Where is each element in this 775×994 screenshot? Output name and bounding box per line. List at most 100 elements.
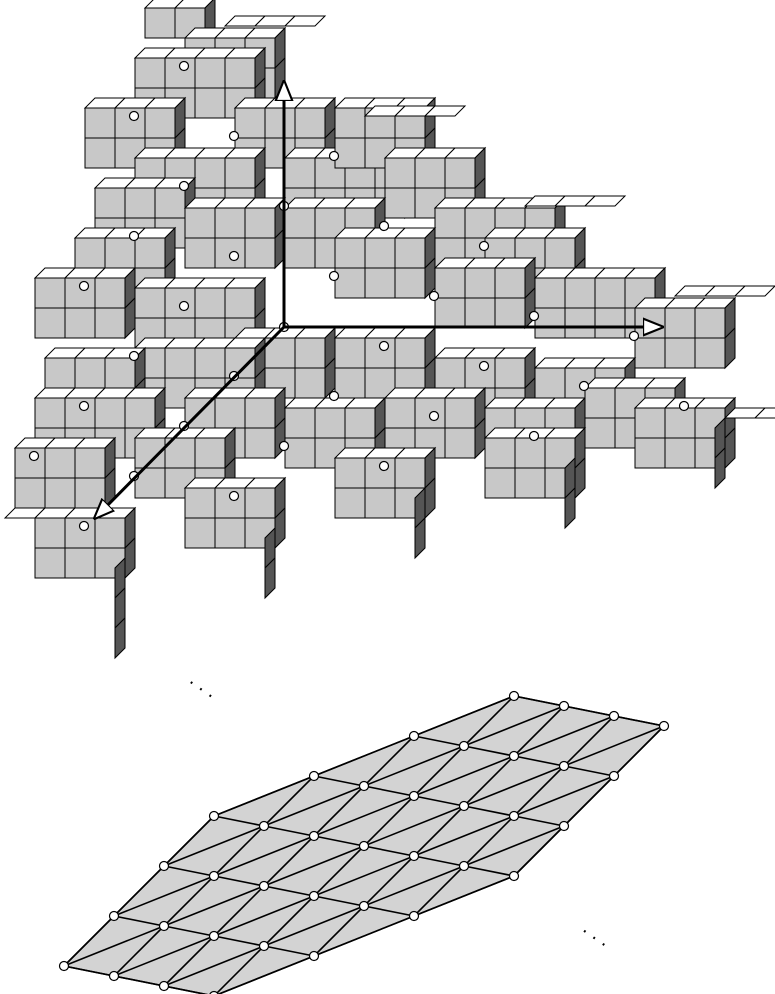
cube-front-face — [215, 518, 245, 548]
cube-front-face — [225, 288, 255, 318]
lattice-vertex — [410, 852, 419, 861]
cube-front-face — [385, 398, 415, 428]
lattice-vertex — [460, 802, 469, 811]
cube-front-face — [465, 298, 495, 328]
lattice-point — [80, 282, 89, 291]
lattice-vertex — [110, 912, 119, 921]
cube-front-face — [195, 348, 225, 378]
lattice-point — [380, 222, 389, 231]
cube-front-face — [345, 408, 375, 438]
cube-front-face — [665, 338, 695, 368]
lattice-point — [80, 522, 89, 531]
cube-front-face — [85, 108, 115, 138]
lattice-vertex — [260, 882, 269, 891]
cube-front-face — [595, 278, 625, 308]
lattice-vertex — [110, 972, 119, 981]
lattice-vertex — [160, 862, 169, 871]
cube-front-face — [565, 278, 595, 308]
lattice-vertex — [310, 952, 319, 961]
cube-front-face — [195, 58, 225, 88]
cube-front-face — [385, 158, 415, 188]
cube-front-face — [215, 398, 245, 428]
cube-front-face — [15, 478, 45, 508]
lattice-point — [130, 232, 139, 241]
cube-front-face — [335, 108, 365, 138]
cube-front-face — [135, 288, 165, 318]
cube-front-face — [125, 398, 155, 428]
cube-front-face — [535, 308, 565, 338]
cube-front-face — [45, 358, 75, 388]
cube-front-face — [145, 8, 175, 38]
cube-front-face — [535, 368, 565, 398]
cube-front-face — [435, 298, 465, 328]
cube-front-face — [285, 408, 315, 438]
lattice-vertex — [310, 892, 319, 901]
cube-front-face — [635, 408, 665, 438]
lattice-vertex — [360, 782, 369, 791]
cube-front-face — [105, 358, 135, 388]
cube-front-face — [185, 208, 215, 238]
lattice-point — [630, 332, 639, 341]
lattice-vertex — [660, 722, 669, 731]
cube-front-face — [365, 458, 395, 488]
cube-front-face — [15, 448, 45, 478]
cube-front-face — [465, 268, 495, 298]
cube-front-face — [75, 238, 105, 268]
lattice-point — [380, 342, 389, 351]
cube-front-face — [665, 438, 695, 468]
lattice-vertex — [210, 872, 219, 881]
lattice-vertex — [560, 702, 569, 711]
cube-front-face — [495, 358, 525, 388]
cube-front-face — [315, 408, 345, 438]
cube-front-face — [365, 338, 395, 368]
cube-front-face — [215, 488, 245, 518]
lattice-vertex — [510, 692, 519, 701]
cube-front-face — [225, 158, 255, 188]
cube-front-face — [245, 208, 275, 238]
cube-front-face — [185, 518, 215, 548]
cube-front-face — [285, 208, 315, 238]
cube-front-face — [445, 158, 475, 188]
cube-front-face — [515, 438, 545, 468]
cube-front-face — [95, 308, 125, 338]
cube-front-face — [95, 398, 125, 428]
cube-front-face — [665, 308, 695, 338]
cube-front-face — [45, 448, 75, 478]
lattice-point — [530, 432, 539, 441]
ellipsis-top-left: · · · — [183, 673, 218, 707]
ellipsis-bottom-right: · · · — [576, 922, 611, 956]
cube-front-face — [335, 368, 365, 398]
lattice-point — [230, 492, 239, 501]
lattice-vertex — [210, 932, 219, 941]
cube-front-face — [65, 548, 95, 578]
cube-front-face — [215, 208, 245, 238]
lattice-vertex — [410, 792, 419, 801]
cube-front-face — [535, 278, 565, 308]
cube-front-face — [635, 338, 665, 368]
cube-front-face — [195, 288, 225, 318]
lattice-point — [580, 382, 589, 391]
lattice-point — [180, 62, 189, 71]
lattice-vertex — [210, 812, 219, 821]
cube-front-face — [75, 478, 105, 508]
cube-front-face — [465, 358, 495, 388]
cube-front-face — [185, 488, 215, 518]
cube-front-face — [445, 428, 475, 458]
lattice-vertex — [360, 842, 369, 851]
lattice-point — [330, 272, 339, 281]
cube-front-face — [285, 158, 315, 188]
cube-front-face — [165, 58, 195, 88]
cube-front-face — [335, 268, 365, 298]
cube-front-face — [395, 268, 425, 298]
cube-front-face — [285, 238, 315, 268]
cube-front-face — [225, 58, 255, 88]
lattice-vertex — [260, 942, 269, 951]
lattice-point — [380, 462, 389, 471]
lattice-vertex — [460, 862, 469, 871]
lattice-vertex — [510, 872, 519, 881]
lattice-vertex — [310, 832, 319, 841]
lattice-point — [80, 402, 89, 411]
cube-front-face — [435, 358, 465, 388]
cube-front-face — [495, 298, 525, 328]
cube-front-face — [95, 278, 125, 308]
